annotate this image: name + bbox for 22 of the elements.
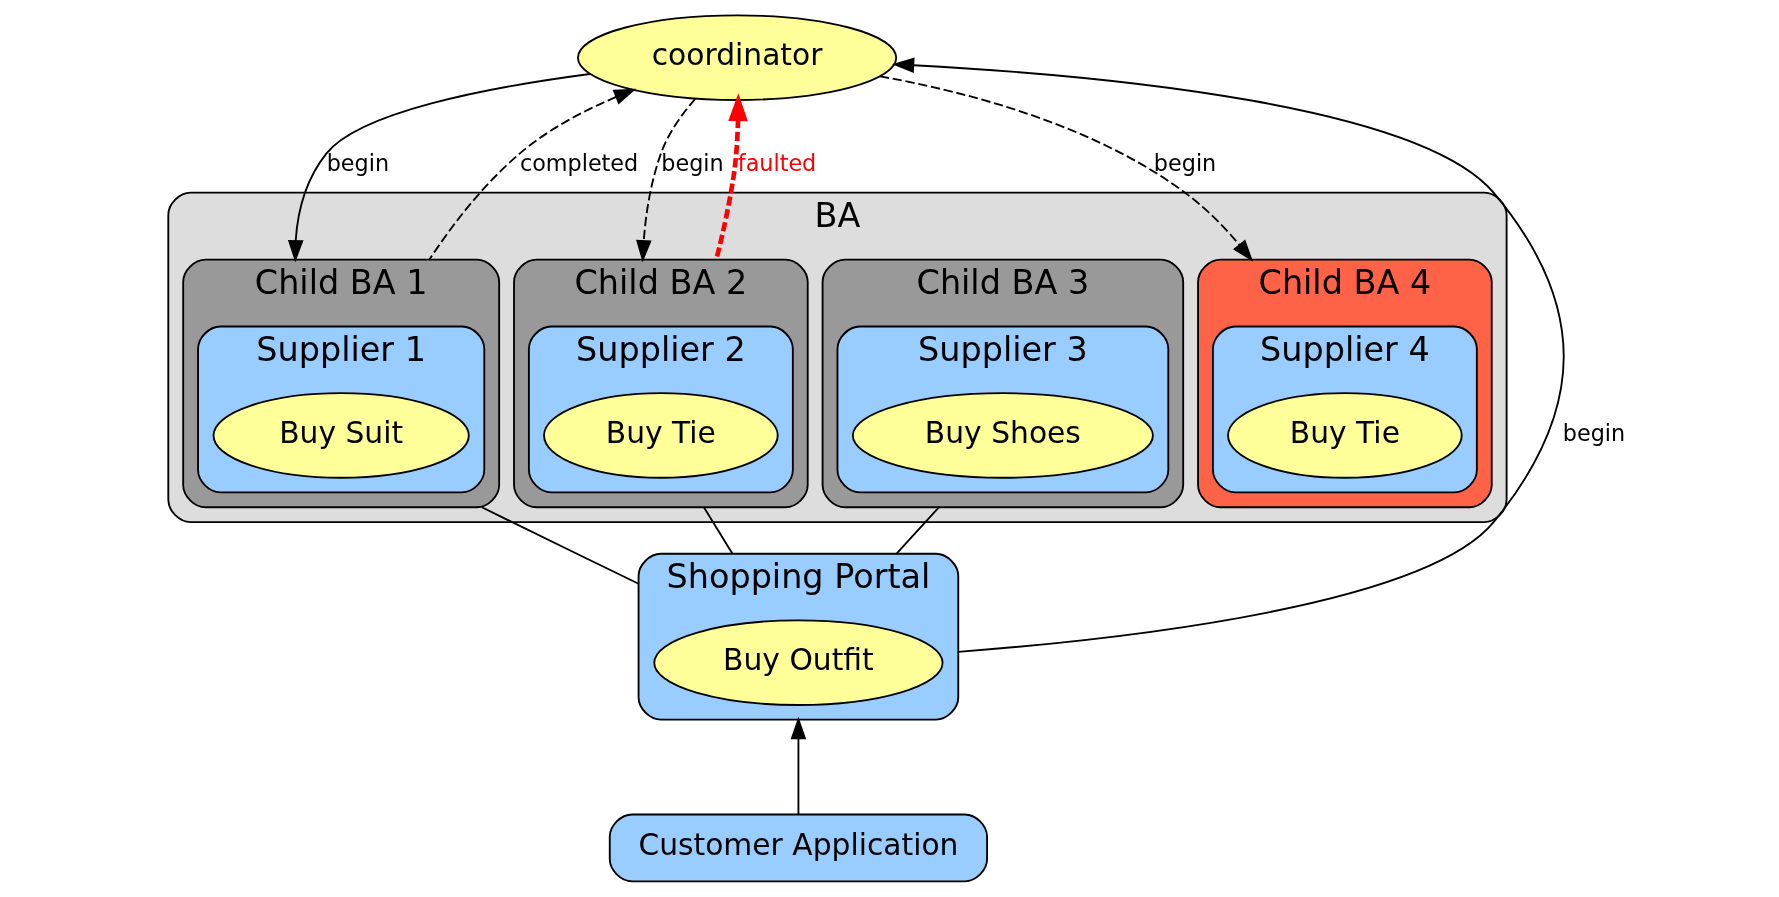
node-ellipse: Buy Shoes xyxy=(851,392,1154,479)
arrow xyxy=(636,97,697,263)
arrow xyxy=(287,73,591,263)
node-ellipse: Buy Tie xyxy=(543,392,779,479)
arrow xyxy=(428,88,637,261)
arrow xyxy=(879,75,1254,262)
node-ellipse: Buy Suit xyxy=(212,392,470,479)
node-box: Customer Application xyxy=(608,813,988,883)
arrow xyxy=(790,716,807,816)
edge-label: completed xyxy=(519,150,639,177)
edge-label: begin xyxy=(1562,420,1626,447)
node-ellipse: Buy Outfit xyxy=(653,619,944,706)
edge-label: begin xyxy=(326,150,390,177)
arrow xyxy=(891,57,1565,653)
node-ellipse: coordinator xyxy=(577,14,898,101)
connector xyxy=(702,506,734,555)
edge-label: begin xyxy=(1153,150,1217,177)
node-ellipse: Buy Tie xyxy=(1227,392,1463,479)
connector xyxy=(481,506,640,585)
edge-label: begin xyxy=(661,150,724,177)
edge-label: faulted xyxy=(737,150,817,177)
connector xyxy=(895,506,940,555)
